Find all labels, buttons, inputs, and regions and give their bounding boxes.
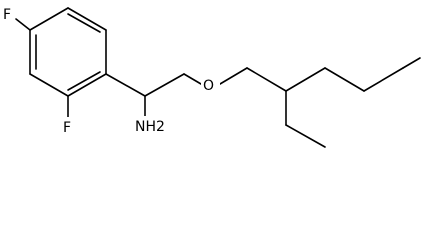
bond-butyl-3-4 [402, 57, 421, 69]
bond-ch-to-ch2 [144, 73, 185, 97]
ring-bond-c4-c5 [67, 73, 107, 97]
ring-double-bond-3 [67, 71, 101, 91]
ring-bond-c2-c3 [67, 7, 107, 31]
benzene-ring [29, 7, 107, 97]
atom-label-oxygen: O [201, 76, 220, 94]
fluorine-top-label: F [3, 7, 11, 23]
bond-ring-to-ch [105, 73, 146, 97]
oxygen-label: O [203, 78, 214, 94]
atom-label-fluorine-bottom: F [61, 117, 75, 136]
bond-butyl-2-3 [363, 67, 404, 92]
bond-ethyl-terminal [285, 124, 326, 148]
atom-label-amine: NH2 [135, 116, 165, 135]
amine-label: NH2 [135, 119, 165, 135]
bond-oxygen-to-ch2 [219, 67, 248, 85]
bond-ring-to-fluorine-top [15, 18, 31, 31]
atom-label-fluorine-top: F [1, 5, 15, 23]
bond-butyl-1-2 [324, 67, 365, 92]
fluorine-bottom-label: F [63, 120, 71, 136]
ring-double-bond-2 [67, 13, 101, 33]
ring-bond-c5-c6 [29, 73, 69, 97]
chemical-structure-diagram: F F O NH2 [1, 5, 421, 148]
bond-ch2-to-oxygen [183, 73, 202, 85]
bond-branch-to-butyl-1 [285, 67, 326, 92]
bond-och2-to-branch [246, 67, 287, 92]
ring-bond-c1-c2 [29, 7, 69, 31]
